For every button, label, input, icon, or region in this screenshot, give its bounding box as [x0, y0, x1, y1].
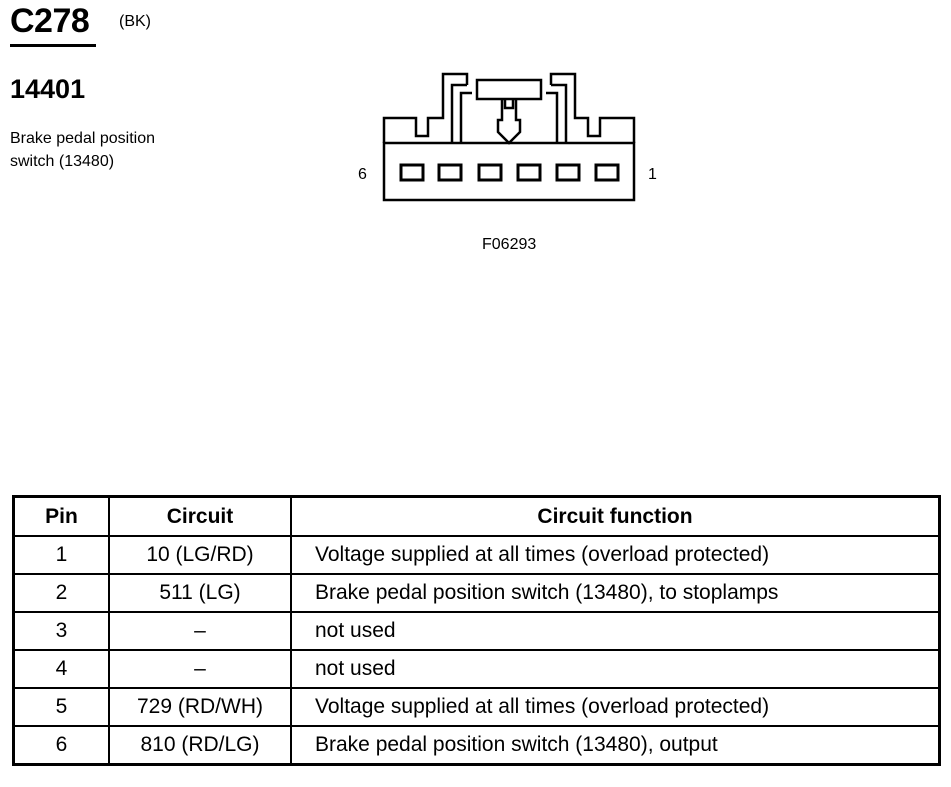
table-row: 3 – not used [12, 611, 941, 651]
cell-function: not used [290, 649, 941, 689]
pinout-table: Pin Circuit Circuit function 1 10 (LG/RD… [12, 495, 941, 766]
connector-face-diagram: 6 1 [358, 72, 657, 202]
connector-id-underline [10, 44, 96, 47]
figure-id: F06293 [482, 236, 537, 253]
cell-pin: 4 [12, 649, 110, 689]
cell-circuit: 729 (RD/WH) [108, 687, 292, 727]
connector-id: C278 [10, 2, 90, 40]
cell-circuit: 10 (LG/RD) [108, 535, 292, 575]
cell-pin: 6 [12, 725, 110, 766]
cell-pin: 3 [12, 611, 110, 651]
cell-circuit: – [108, 649, 292, 689]
cell-circuit: 511 (LG) [108, 573, 292, 613]
header-pin: Pin [12, 495, 110, 537]
pin-cavity [594, 163, 620, 182]
connector-color: (BK) [119, 13, 151, 30]
pin-cavity [516, 163, 542, 182]
component-description-line-2: switch (13480) [10, 153, 115, 170]
pin-label-left: 6 [358, 166, 367, 183]
table-row: 6 810 (RD/LG) Brake pedal position switc… [12, 725, 941, 766]
header-circuit: Circuit [108, 495, 292, 537]
table-row: 4 – not used [12, 649, 941, 689]
cell-function: Brake pedal position switch (13480), out… [290, 725, 941, 766]
table-row: 2 511 (LG) Brake pedal position switch (… [12, 573, 941, 613]
pin-cavity [437, 163, 463, 182]
cell-circuit: – [108, 611, 292, 651]
cell-pin: 2 [12, 573, 110, 613]
pin-label-right: 1 [648, 166, 657, 183]
cell-function: Voltage supplied at all times (overload … [290, 687, 941, 727]
table-row: 5 729 (RD/WH) Voltage supplied at all ti… [12, 687, 941, 727]
table-header-row: Pin Circuit Circuit function [12, 495, 941, 537]
cell-circuit: 810 (RD/LG) [108, 725, 292, 766]
component-description-line-1: Brake pedal position [10, 130, 155, 147]
cell-function: Voltage supplied at all times (overload … [290, 535, 941, 575]
latch-stem [496, 99, 522, 145]
table-row: 1 10 (LG/RD) Voltage supplied at all tim… [12, 535, 941, 575]
cell-pin: 5 [12, 687, 110, 727]
pin-cavity [555, 163, 581, 182]
pin-cavity [477, 163, 503, 182]
latch-bar [475, 78, 543, 101]
cell-function: not used [290, 611, 941, 651]
component-description: Brake pedal position switch (13480) [10, 127, 210, 173]
cell-pin: 1 [12, 535, 110, 575]
header-circuit-function: Circuit function [290, 495, 941, 537]
part-number: 14401 [10, 74, 86, 104]
cell-function: Brake pedal position switch (13480), to … [290, 573, 941, 613]
pin-cavity [399, 163, 425, 182]
connector-latch-profile [382, 72, 636, 143]
